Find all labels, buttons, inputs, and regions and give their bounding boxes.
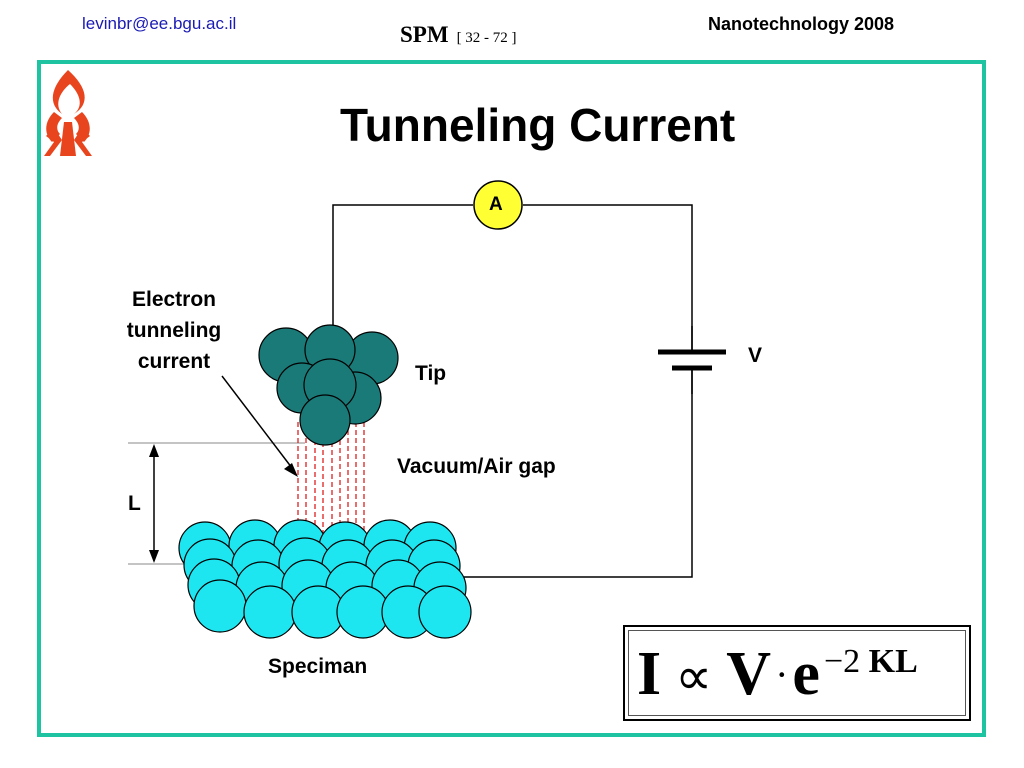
ammeter-label: A (489, 194, 503, 215)
gap-label: Vacuum/Air gap (397, 455, 556, 478)
formula-box: I∝V·e−2 KL (623, 625, 971, 721)
formula-exponent: −2 KL (824, 643, 918, 680)
tip-atoms (258, 324, 399, 446)
distance-arrow-icon (149, 444, 159, 563)
formula-proportional-symbol: ∝ (675, 649, 713, 706)
page-indicator: [ 32 - 72 ] (456, 30, 517, 46)
header-conference: Nanotechnology 2008 (708, 14, 895, 34)
label-pointer-arrow (221, 375, 298, 477)
slide-frame (37, 60, 986, 737)
formula-dot: · (775, 652, 789, 697)
header-email: levinbr@ee.bgu.ac.il (82, 14, 237, 33)
proportionality-formula: I∝V·e−2 KL (637, 631, 918, 727)
course-name: SPM (400, 22, 449, 47)
electron-tunneling-label: Electron tunneling current (126, 288, 222, 373)
formula-exponent-coefficient: −2 (823, 643, 861, 680)
specimen-label: Speciman (268, 655, 368, 678)
formula-voltage: V (726, 640, 772, 708)
formula-base: e (792, 640, 820, 708)
wire-top-left (332, 204, 473, 340)
tip-label: Tip (415, 362, 447, 385)
formula-current: I (637, 640, 662, 708)
circuit-wires (332, 204, 693, 578)
formula-exponent-vars: KL (868, 643, 918, 680)
battery-icon (658, 326, 726, 394)
wire-right-bottom (440, 368, 693, 578)
university-logo-icon (44, 70, 92, 156)
wire-top-right (523, 204, 693, 352)
ammeter-icon (473, 180, 523, 230)
specimen-atoms (178, 519, 472, 639)
slide-title: Tunneling Current (340, 99, 736, 151)
header-course: SPM [ 32 - 72 ] (400, 22, 517, 48)
formula-box-inner (628, 630, 966, 716)
voltage-label: V (748, 344, 763, 367)
distance-label: L (128, 492, 141, 515)
